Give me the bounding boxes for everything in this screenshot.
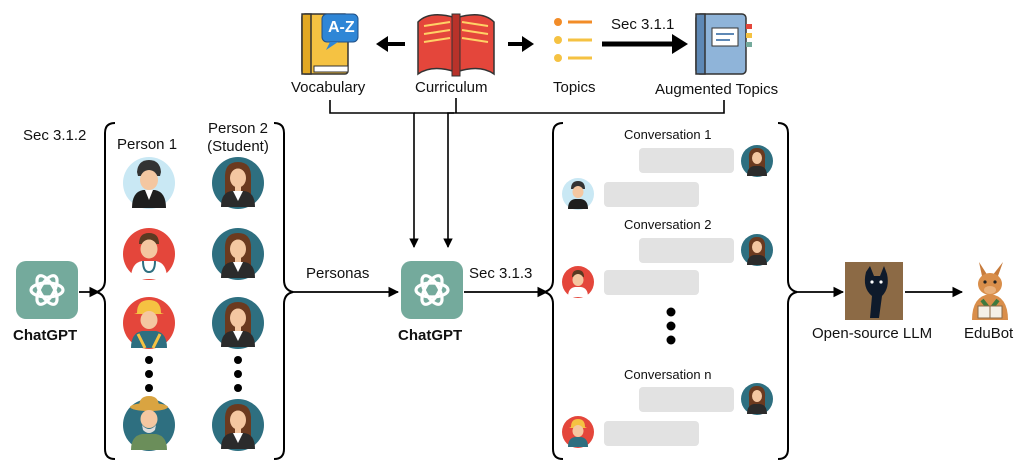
topics-list-icon: [554, 18, 592, 62]
person-2-line1: Person 2: [207, 120, 269, 137]
open-source-llm-llama-icon: [845, 262, 903, 320]
chatgpt-left-label: ChatGPT: [13, 327, 78, 344]
vocabulary-book-icon: [301, 13, 359, 75]
chatgpt-logo-left: [16, 261, 78, 319]
open-source-llm-label: Open-source LLM: [812, 325, 933, 342]
avatar-farmer: [123, 396, 175, 451]
avatar-student-2: [212, 228, 264, 280]
sec-311-label: Sec 3.1.1: [611, 16, 675, 33]
conversation-1: [562, 145, 773, 210]
person2-ellipsis: [234, 356, 242, 392]
conversation-n: [562, 383, 773, 448]
az-label: A-Z: [328, 19, 355, 36]
augmented-topics-label: Augmented Topics: [655, 81, 779, 98]
top-arrows: [376, 34, 688, 54]
avatar-doctor: [123, 228, 175, 280]
chatgpt-logo-center: [401, 261, 463, 319]
conversation-ellipsis: [666, 307, 676, 345]
avatar-lawyer: [123, 157, 175, 209]
vocabulary-label: Vocabulary: [291, 79, 366, 96]
curriculum-label: Curriculum: [415, 79, 488, 96]
top-connectors: [329, 98, 725, 248]
avatar-student-4: [212, 399, 264, 451]
curriculum-book-icon: [417, 13, 495, 77]
topics-label: Topics: [553, 79, 596, 96]
conversation-2-label: Conversation 2: [624, 217, 712, 232]
sec-313-label: Sec 3.1.3: [469, 265, 533, 282]
edubot-kangaroo-icon: [972, 262, 1008, 320]
person1-ellipsis: [145, 356, 153, 392]
personas-label: Personas: [306, 265, 370, 282]
conversation-1-label: Conversation 1: [624, 127, 712, 142]
avatar-student-1: [212, 157, 264, 209]
chatgpt-center-label: ChatGPT: [398, 327, 463, 344]
conversation-2: [562, 234, 773, 298]
edubot-label: EduBot: [964, 325, 1014, 342]
conversation-n-label: Conversation n: [624, 367, 712, 382]
person-2-label: Person 2 (Student): [198, 120, 278, 156]
avatar-student-3: [212, 297, 264, 349]
augmented-topics-book-icon: [695, 13, 752, 75]
person-2-line2: (Student): [207, 138, 269, 155]
sec-312-label: Sec 3.1.2: [23, 127, 87, 144]
person-1-label: Person 1: [117, 136, 178, 153]
avatar-construction-worker: [123, 297, 175, 349]
